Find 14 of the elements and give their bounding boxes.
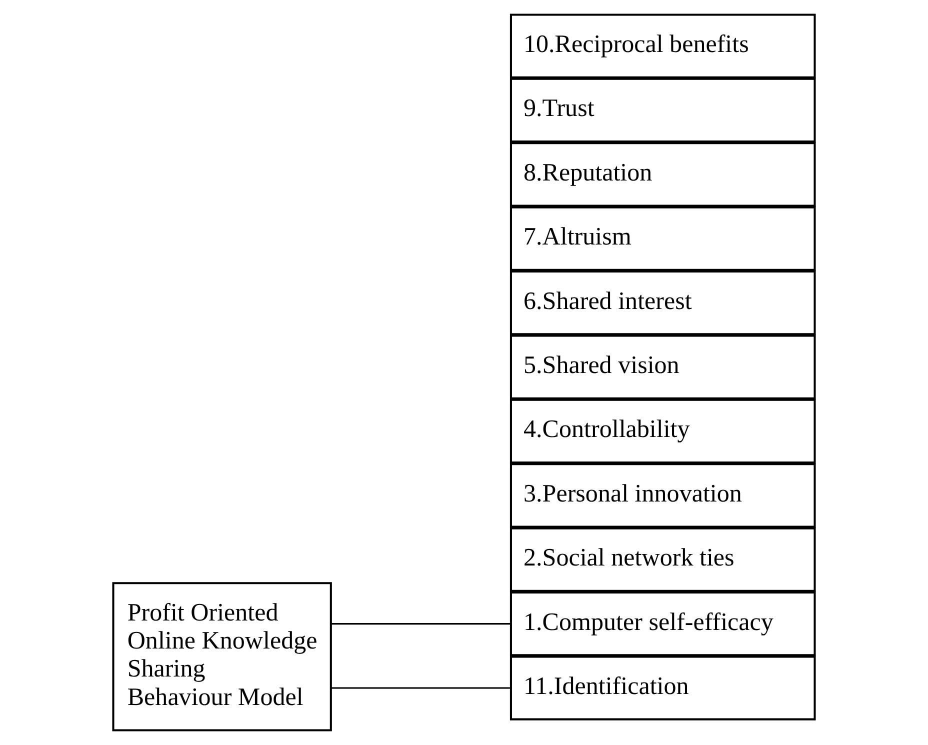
node-box: 10.Reciprocal benefits bbox=[510, 14, 816, 78]
node-box: 8.Reputation bbox=[510, 142, 816, 207]
node-box: 9.Trust bbox=[510, 78, 816, 143]
node-box: 1.Computer self-efficacy bbox=[510, 591, 816, 656]
node-box: 11.Identification bbox=[510, 656, 816, 720]
node-box: 2.Social network ties bbox=[510, 527, 816, 592]
connector bbox=[331, 623, 511, 625]
node-box: 6.Shared interest bbox=[510, 270, 816, 336]
node-box: 7.Altruism bbox=[510, 206, 816, 271]
connector bbox=[331, 687, 511, 689]
node-box: 3.Personal innovation bbox=[510, 463, 816, 528]
node-box: Profit Oriented Online Knowledge Sharing Behaviour Model bbox=[112, 582, 332, 732]
node-box: 5.Shared vision bbox=[510, 334, 816, 400]
node-box: 4.Controllability bbox=[510, 398, 816, 464]
